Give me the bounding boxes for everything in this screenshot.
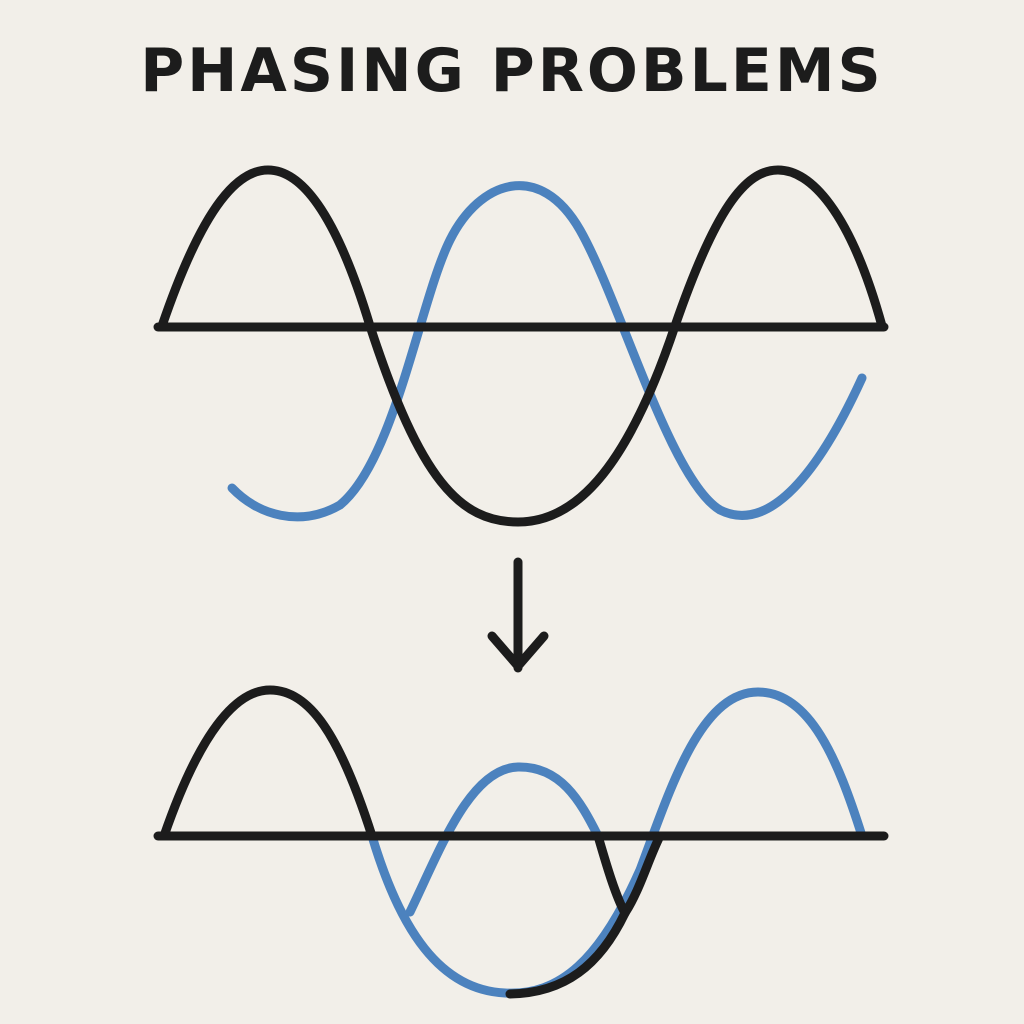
page-title: PHASING PROBLEMS	[140, 36, 884, 106]
top-blue-wave	[227, 181, 867, 522]
top-black-wave	[157, 165, 887, 527]
bottom-black-tail	[505, 908, 630, 999]
arrow-down-icon	[487, 557, 549, 673]
bottom-black-dip	[593, 831, 665, 918]
bottom-black-wave	[159, 685, 377, 841]
bottom-blue-wave	[367, 687, 867, 998]
bottom-blue-hump	[405, 762, 603, 917]
bottom-panel	[153, 685, 889, 999]
top-panel	[153, 165, 889, 527]
